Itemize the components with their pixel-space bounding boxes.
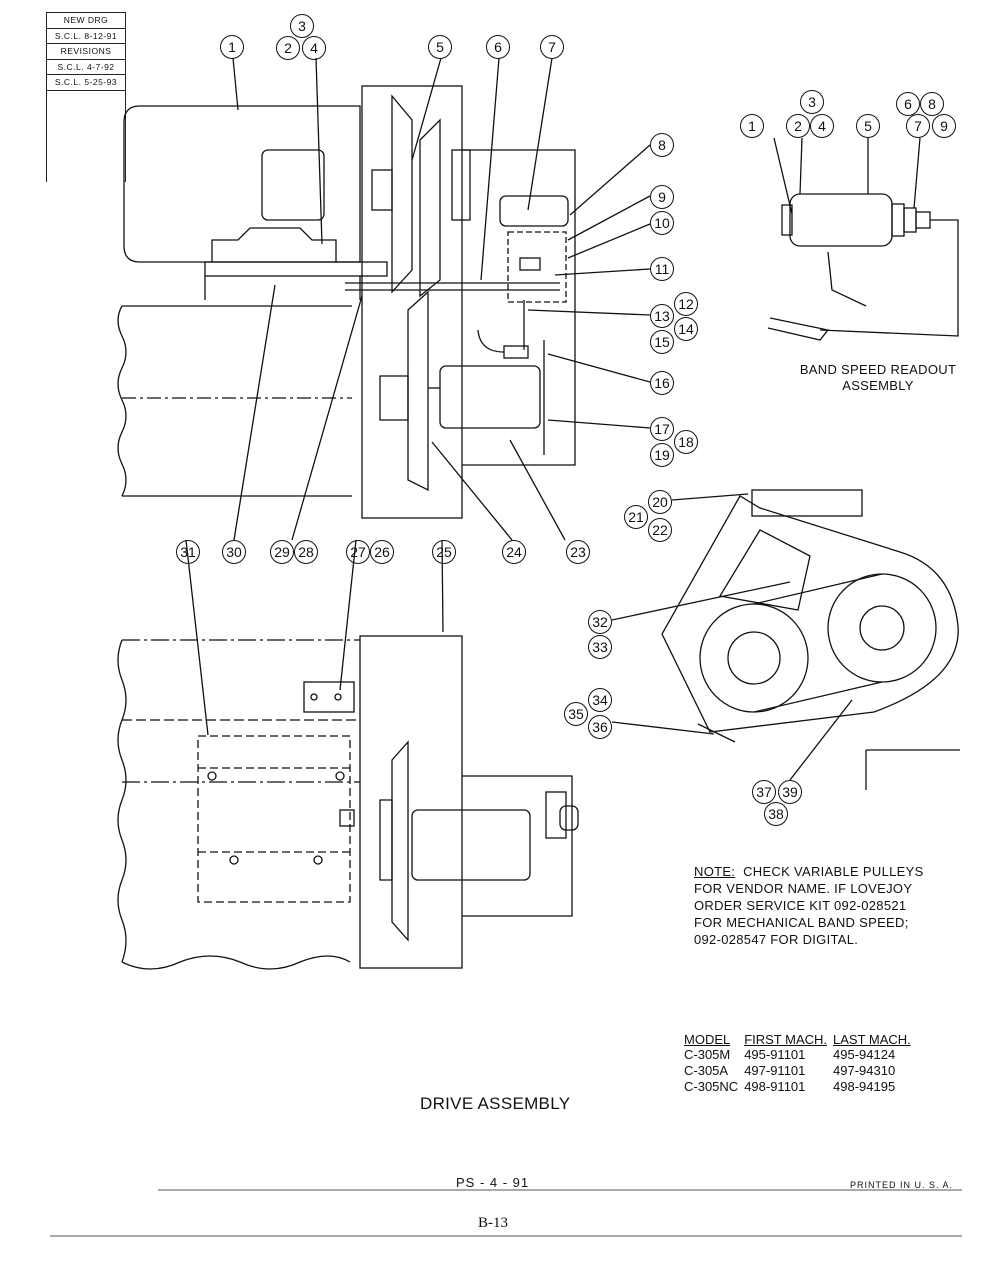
callout-12: 12 xyxy=(674,292,698,316)
readout-callout-1: 1 xyxy=(740,114,764,138)
callout-10: 10 xyxy=(650,211,674,235)
drawing-code: PS - 4 - 91 xyxy=(456,1175,530,1190)
printed-in-usa: PRINTED IN U. S. A. xyxy=(850,1180,954,1190)
revision-row: S.C.L. 4-7-92 xyxy=(47,60,125,75)
callout-9: 9 xyxy=(650,185,674,209)
callout-7: 7 xyxy=(540,35,564,59)
table-row: C-305M 495-91101 495-94124 xyxy=(684,1047,917,1063)
table-cell: C-305NC xyxy=(684,1079,739,1094)
drive-housing xyxy=(361,85,576,519)
machine-frame-break xyxy=(117,305,352,497)
lower-view xyxy=(117,635,579,970)
upper-pulley xyxy=(371,94,471,298)
revision-row: NEW DRG xyxy=(47,13,125,29)
table-cell: 497-94310 xyxy=(833,1063,896,1078)
model-serial-table: MODEL FIRST MACH. LAST MACH. C-305M 495-… xyxy=(684,1032,917,1095)
revision-row: REVISIONS xyxy=(47,44,125,60)
column-header: LAST MACH. xyxy=(833,1032,911,1047)
readout-callout-2: 2 xyxy=(786,114,810,138)
revision-block: NEW DRG S.C.L. 8-12-91 REVISIONS S.C.L. … xyxy=(46,12,126,91)
callout-15: 15 xyxy=(650,330,674,354)
table-cell: 498-94195 xyxy=(833,1079,896,1094)
lower-pulley xyxy=(379,290,541,492)
callout-leaders-upper xyxy=(185,57,651,736)
drawing-title: DRIVE ASSEMBLY xyxy=(420,1094,571,1113)
note-line: FOR MECHANICAL BAND SPEED; xyxy=(694,915,909,930)
table-cell: 495-94124 xyxy=(833,1047,896,1062)
note-line: 092-028547 FOR DIGITAL. xyxy=(694,932,859,947)
readout-assembly-title: BAND SPEED READOUT ASSEMBLY xyxy=(768,362,988,394)
page-number: B-13 xyxy=(478,1215,508,1231)
callout-19: 19 xyxy=(650,443,674,467)
callout-18: 18 xyxy=(674,430,698,454)
note-line: ORDER SERVICE KIT 092-028521 xyxy=(694,898,907,913)
table-cell: C-305A xyxy=(684,1063,729,1078)
readout-title-line: ASSEMBLY xyxy=(842,378,914,393)
table-header-row: MODEL FIRST MACH. LAST MACH. xyxy=(684,1032,917,1047)
callout-20: 20 xyxy=(648,490,672,514)
readout-callout-8: 8 xyxy=(920,92,944,116)
callout-22: 22 xyxy=(648,518,672,542)
readout-callout-7: 7 xyxy=(906,114,930,138)
callout-2: 2 xyxy=(276,36,300,60)
callout-26: 26 xyxy=(370,540,394,564)
callout-32: 32 xyxy=(588,610,612,634)
table-row: C-305NC 498-91101 498-94195 xyxy=(684,1079,917,1095)
note-label: NOTE: xyxy=(694,864,736,879)
callout-3: 3 xyxy=(290,14,314,38)
readout-callout-4: 4 xyxy=(810,114,834,138)
callout-8: 8 xyxy=(650,133,674,157)
revision-row: S.C.L. 8-12-91 xyxy=(47,29,125,44)
callout-23: 23 xyxy=(566,540,590,564)
motor-body xyxy=(123,105,388,277)
callout-4: 4 xyxy=(302,36,326,60)
readout-title-line: BAND SPEED READOUT xyxy=(799,362,957,377)
callout-6: 6 xyxy=(486,35,510,59)
sensor-bracket xyxy=(477,195,569,455)
readout-callout-3: 3 xyxy=(800,90,824,114)
callout-1: 1 xyxy=(220,35,244,59)
motor-mount-plate xyxy=(204,276,560,300)
note-line: CHECK VARIABLE PULLEYS xyxy=(743,864,924,879)
callout-31: 31 xyxy=(176,540,200,564)
callout-30: 30 xyxy=(222,540,246,564)
table-cell: 497-91101 xyxy=(744,1063,806,1078)
callout-27: 27 xyxy=(346,540,370,564)
callout-35: 35 xyxy=(564,702,588,726)
revision-row: S.C.L. 5-25-93 xyxy=(54,77,118,87)
belt-guard-assembly xyxy=(611,489,960,790)
column-header: FIRST MACH. xyxy=(744,1032,828,1047)
column-header: MODEL xyxy=(684,1032,731,1047)
readout-callout-5: 5 xyxy=(856,114,880,138)
table-cell: C-305M xyxy=(684,1047,731,1062)
callout-17: 17 xyxy=(650,417,674,441)
callout-33: 33 xyxy=(588,635,612,659)
vendor-note: NOTE: CHECK VARIABLE PULLEYS FOR VENDOR … xyxy=(694,863,924,948)
table-cell: 495-91101 xyxy=(744,1047,806,1062)
table-cell: 498-91101 xyxy=(744,1079,806,1094)
band-speed-readout-assembly xyxy=(767,137,959,341)
note-line: FOR VENDOR NAME. IF LOVEJOY xyxy=(694,881,913,896)
callout-25: 25 xyxy=(432,540,456,564)
callout-24: 24 xyxy=(502,540,526,564)
callout-5: 5 xyxy=(428,35,452,59)
callout-34: 34 xyxy=(588,688,612,712)
callout-21: 21 xyxy=(624,505,648,529)
callout-39: 39 xyxy=(778,780,802,804)
callout-11: 11 xyxy=(650,257,674,281)
callout-28: 28 xyxy=(294,540,318,564)
callout-38: 38 xyxy=(764,802,788,826)
callout-37: 37 xyxy=(752,780,776,804)
readout-callout-9: 9 xyxy=(932,114,956,138)
readout-callout-6: 6 xyxy=(896,92,920,116)
callout-14: 14 xyxy=(674,317,698,341)
callout-36: 36 xyxy=(588,715,612,739)
callout-13: 13 xyxy=(650,304,674,328)
table-row: C-305A 497-91101 497-94310 xyxy=(684,1063,917,1079)
callout-29: 29 xyxy=(270,540,294,564)
revision-block-tail xyxy=(46,86,126,182)
callout-16: 16 xyxy=(650,371,674,395)
